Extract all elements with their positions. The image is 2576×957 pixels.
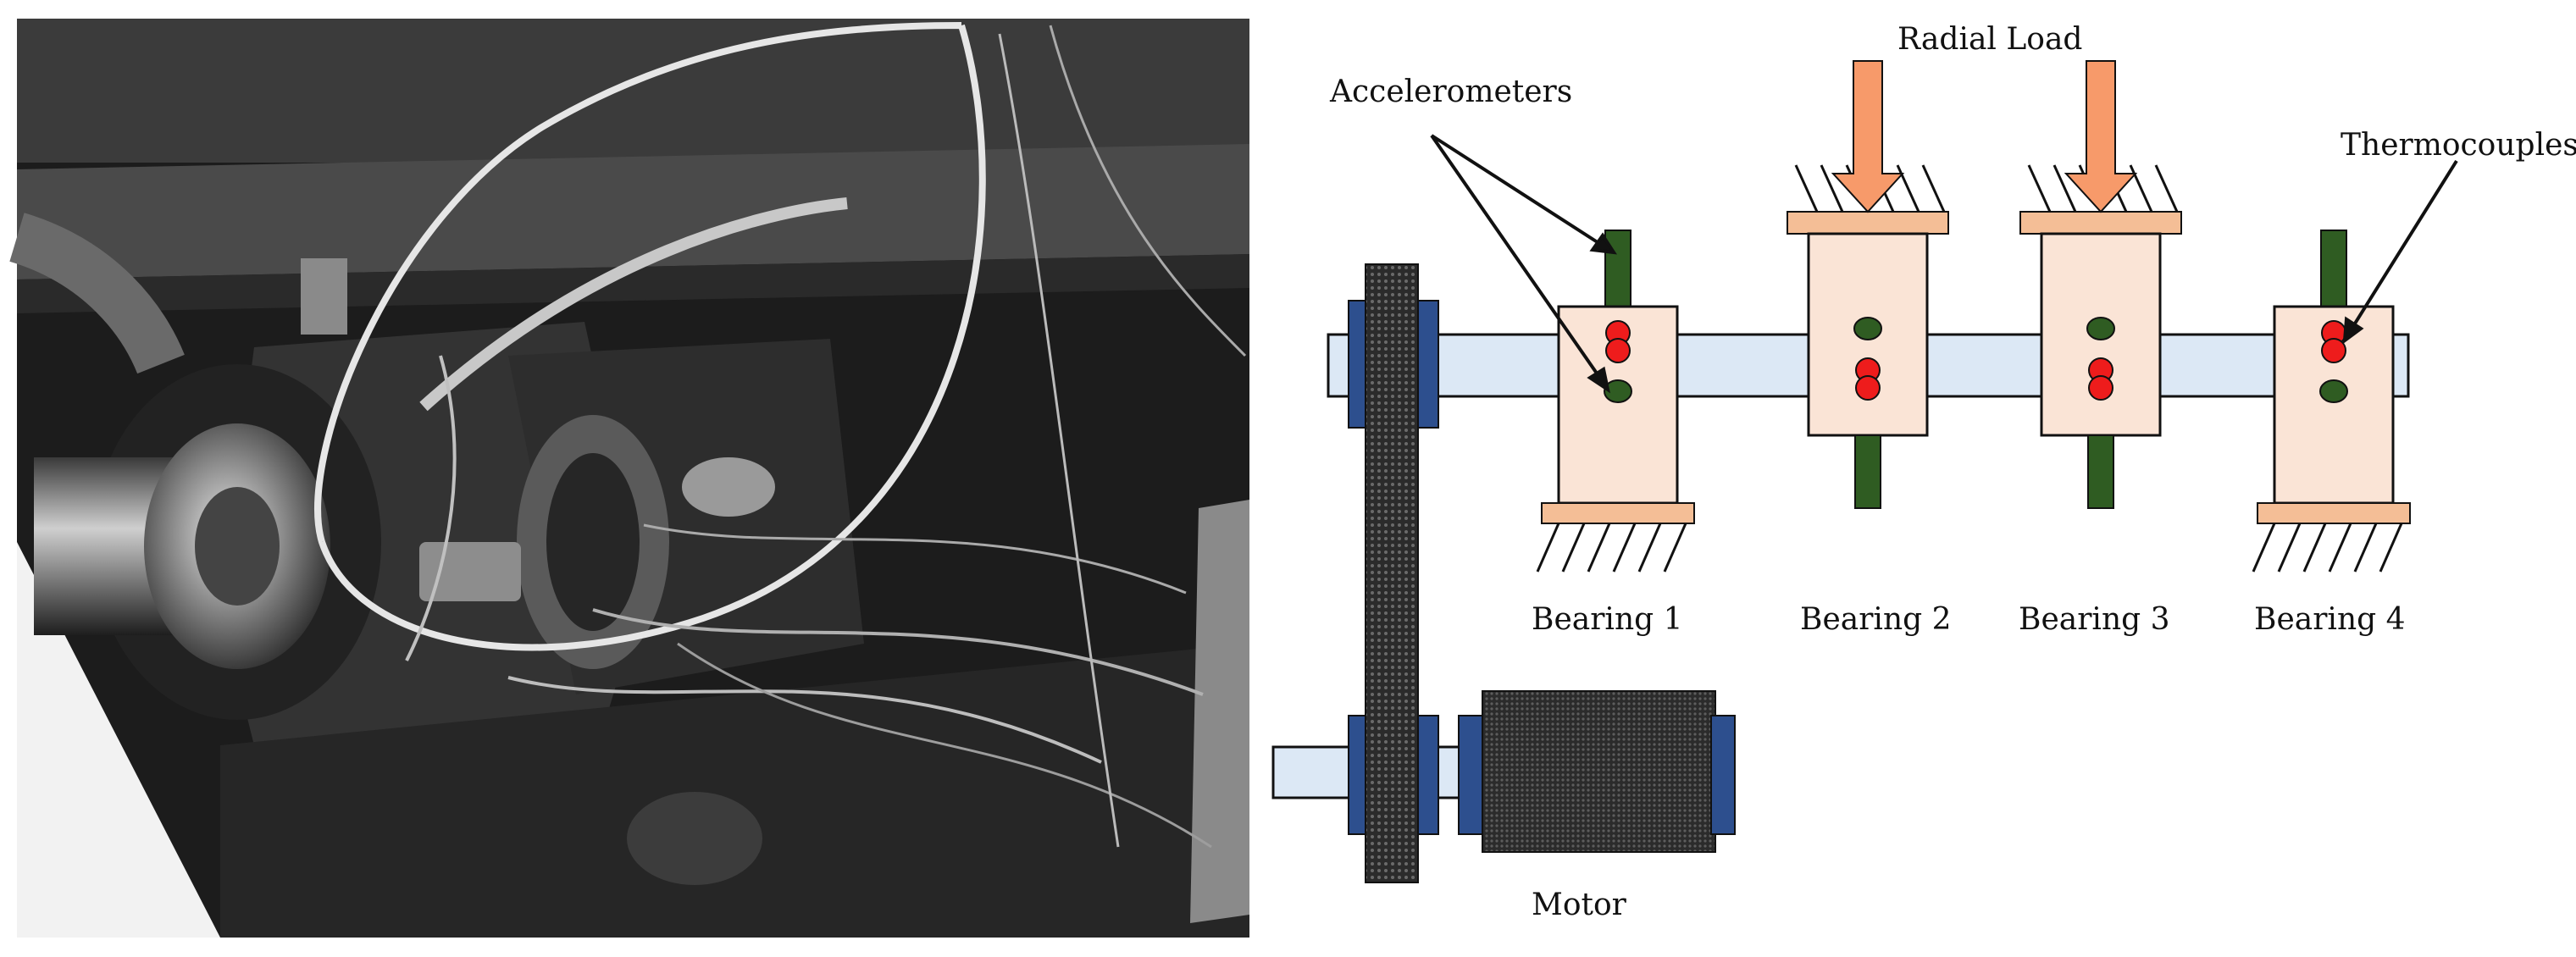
test-rig-schematic: Accelerometers Radial Load Thermocouples… <box>1271 22 2576 922</box>
base-plate <box>2019 211 2182 235</box>
label-accelerometers: Accelerometers <box>1329 75 1572 109</box>
thermocouple-icon <box>1605 338 1631 363</box>
thermocouple-icon <box>2088 375 2113 401</box>
label-bearing-1: Bearing 1 <box>1532 602 1683 637</box>
bearing-1 <box>1536 230 1695 573</box>
bearing-3 <box>2019 60 2182 509</box>
accelerometer-icon <box>1604 379 1632 403</box>
motor-end-cap <box>1710 715 1736 835</box>
thermocouple-icon <box>2321 338 2346 363</box>
sensor-post <box>1854 434 1881 509</box>
sensor-post <box>2320 230 2347 307</box>
accelerometer-icon <box>2319 379 2348 403</box>
bearing-housing <box>2040 232 2162 437</box>
drive-belt <box>1365 263 1419 883</box>
bearing-4 <box>2252 230 2411 573</box>
bearing-2 <box>1787 60 1949 509</box>
accelerometer-pointer <box>1430 134 1604 247</box>
motor-body <box>1482 690 1716 853</box>
label-thermocouples: Thermocouples <box>2341 128 2576 163</box>
accelerometer-icon <box>1853 317 1882 340</box>
sensor-post <box>2087 434 2114 509</box>
base-plate <box>1541 502 1695 524</box>
coupling-disc <box>1458 715 1483 835</box>
bearing-test-rig-photo <box>8 19 1249 938</box>
radial-load-arrow-icon <box>1831 60 1905 213</box>
thermocouple-icon <box>1855 375 1881 401</box>
accelerometer-pointer <box>1430 134 1603 381</box>
base-plate <box>1787 211 1949 235</box>
thermocouple-pointer <box>2349 159 2458 332</box>
sensor-post <box>1604 230 1631 307</box>
base-plate <box>2257 502 2411 524</box>
label-bearing-2: Bearing 2 <box>1800 602 1952 637</box>
label-radial-load: Radial Load <box>1897 22 2082 57</box>
accelerometer-icon <box>2086 317 2115 340</box>
label-motor: Motor <box>1532 888 1627 922</box>
label-bearing-4: Bearing 4 <box>2254 602 2406 637</box>
label-bearing-3: Bearing 3 <box>2019 602 2170 637</box>
radial-load-arrow-icon <box>2064 60 2138 213</box>
